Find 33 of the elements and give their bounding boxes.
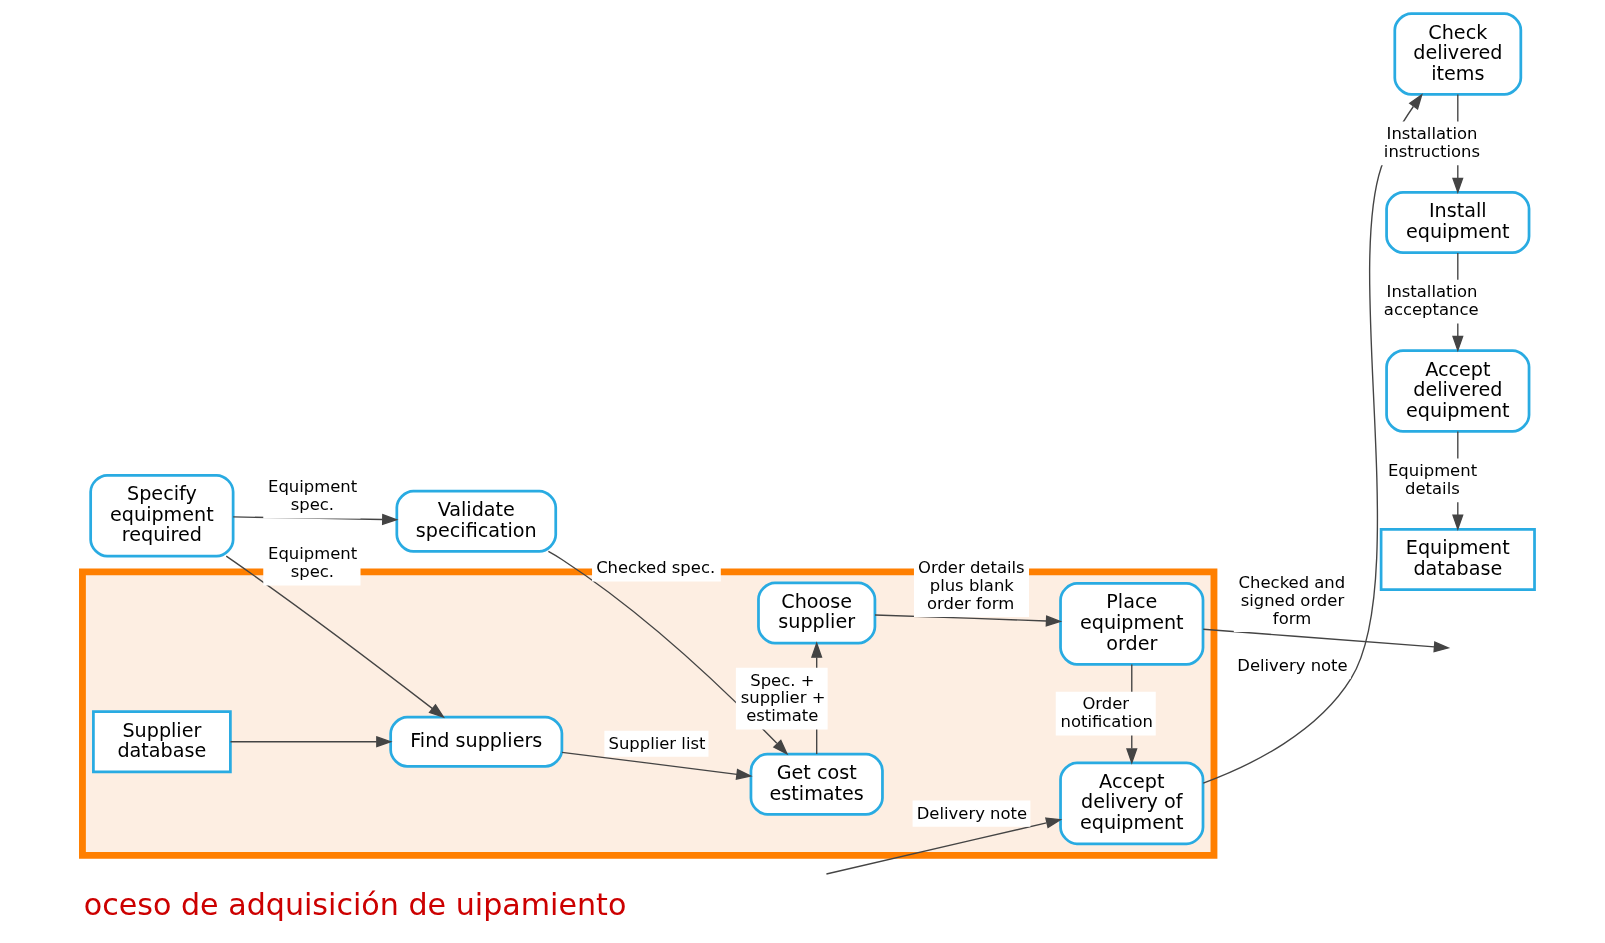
arrow: [1202, 93, 1423, 784]
arrow: [1202, 628, 1450, 653]
edge-label: Spec. + supplier + estimate: [740, 670, 825, 726]
node-box: Supplier database: [91, 710, 232, 774]
node-box: Install equipment: [1384, 191, 1530, 255]
node-box: Check delivered items: [1392, 12, 1522, 96]
node-box: Choose supplier: [756, 581, 876, 645]
edge-label: Equipment spec.: [267, 476, 357, 514]
edge-label: Checked spec.: [595, 558, 715, 578]
edge-label: Order notification: [1060, 693, 1153, 731]
edge-label: Equipment details: [1387, 460, 1477, 498]
edge-label: Equipment spec.: [267, 543, 357, 581]
edge-label: Delivery note: [1236, 655, 1348, 675]
node-box: Place equipment order: [1058, 582, 1204, 666]
edge-label: Installation acceptance: [1383, 281, 1479, 319]
node-box: Get cost estimates: [749, 752, 884, 816]
diagram-title: oceso de adquisición de uipamiento: [83, 887, 626, 923]
arrow: [825, 817, 1062, 875]
node-box: Find suppliers: [388, 715, 563, 768]
node-box: Validate specification: [394, 489, 557, 553]
edge-label: Order details plus blank order form: [917, 558, 1025, 613]
node-box: Equipment database: [1379, 528, 1536, 591]
arrow: [225, 555, 445, 719]
arrow: [229, 735, 393, 748]
arrow: [873, 614, 1062, 627]
node-box: Accept delivery of equipment: [1058, 761, 1204, 846]
node-box: Specify equipment required: [88, 473, 234, 558]
edge-label: Checked and signed order form: [1238, 573, 1345, 629]
node-box: Accept delivered equipment: [1384, 349, 1530, 433]
edge-label: Supplier list: [607, 733, 705, 753]
edge-label: Installation instructions: [1383, 123, 1480, 161]
edge-label: Delivery note: [916, 803, 1027, 823]
arrow: [560, 751, 753, 780]
